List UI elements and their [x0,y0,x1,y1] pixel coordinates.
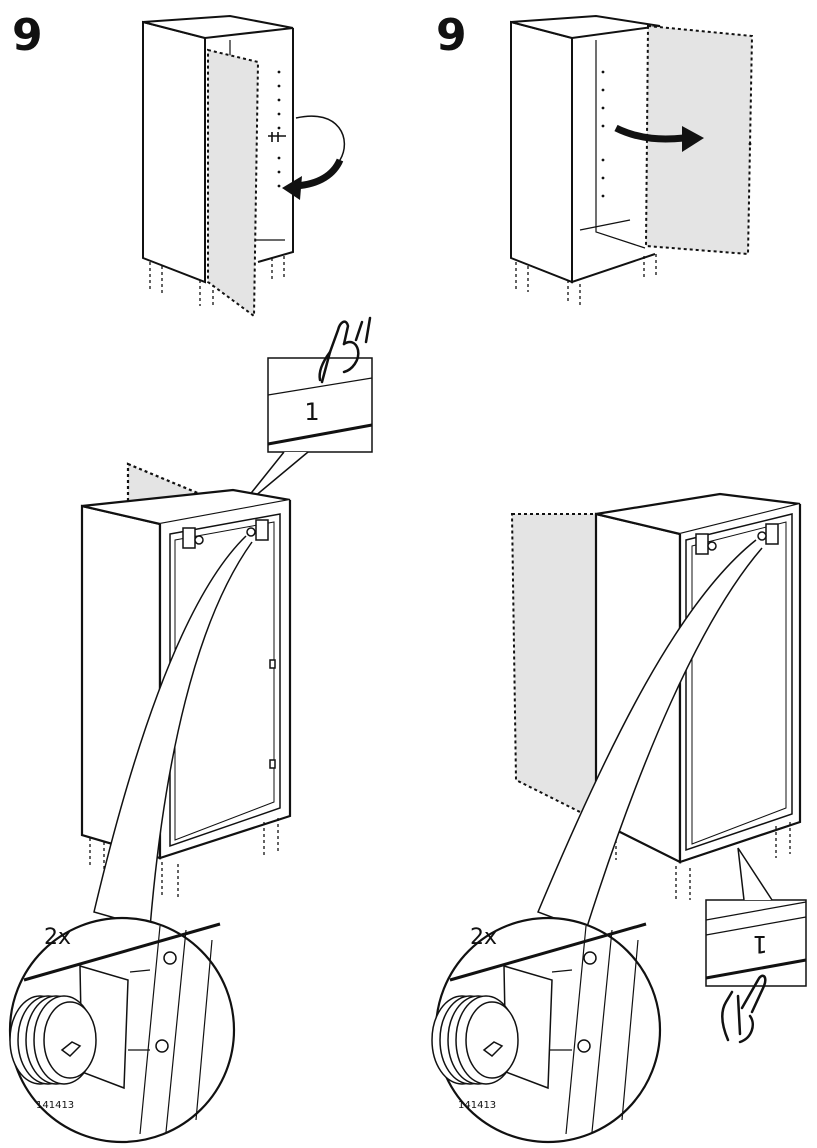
detail-left-quantity: 2x [44,925,71,950]
top-right-hinge-holes [601,70,752,198]
right-callout-label: 1 [752,930,767,958]
step-number-right: 9 [436,10,467,61]
mid-right-cabinet [510,492,802,900]
hand-pointing-up-icon [721,974,767,1044]
top-right-cabinet [510,14,661,308]
detail-right-part-number: 141413 [458,1100,496,1111]
top-left-rotate-arrow-icon [282,115,346,200]
left-callout-label: 1 [304,398,319,426]
detail-circle-right [431,916,662,1144]
top-left-door [207,48,260,318]
cam-lock-icon-right [431,995,519,1085]
detail-circle-left [8,916,236,1144]
mid-right-brackets [695,523,779,555]
detail-right-quantity: 2x [470,925,497,950]
cam-lock-icon [9,995,97,1085]
detail-left-part-number: 141413 [36,1100,74,1111]
mid-left-brackets [182,519,276,769]
hand-pointing-icon [318,316,372,384]
top-left-hinge-holes [277,70,281,188]
top-left-pin [268,132,286,142]
right-callout [705,847,807,1044]
top-right-arrow-icon [614,124,704,152]
step-number-left: 9 [12,10,43,61]
